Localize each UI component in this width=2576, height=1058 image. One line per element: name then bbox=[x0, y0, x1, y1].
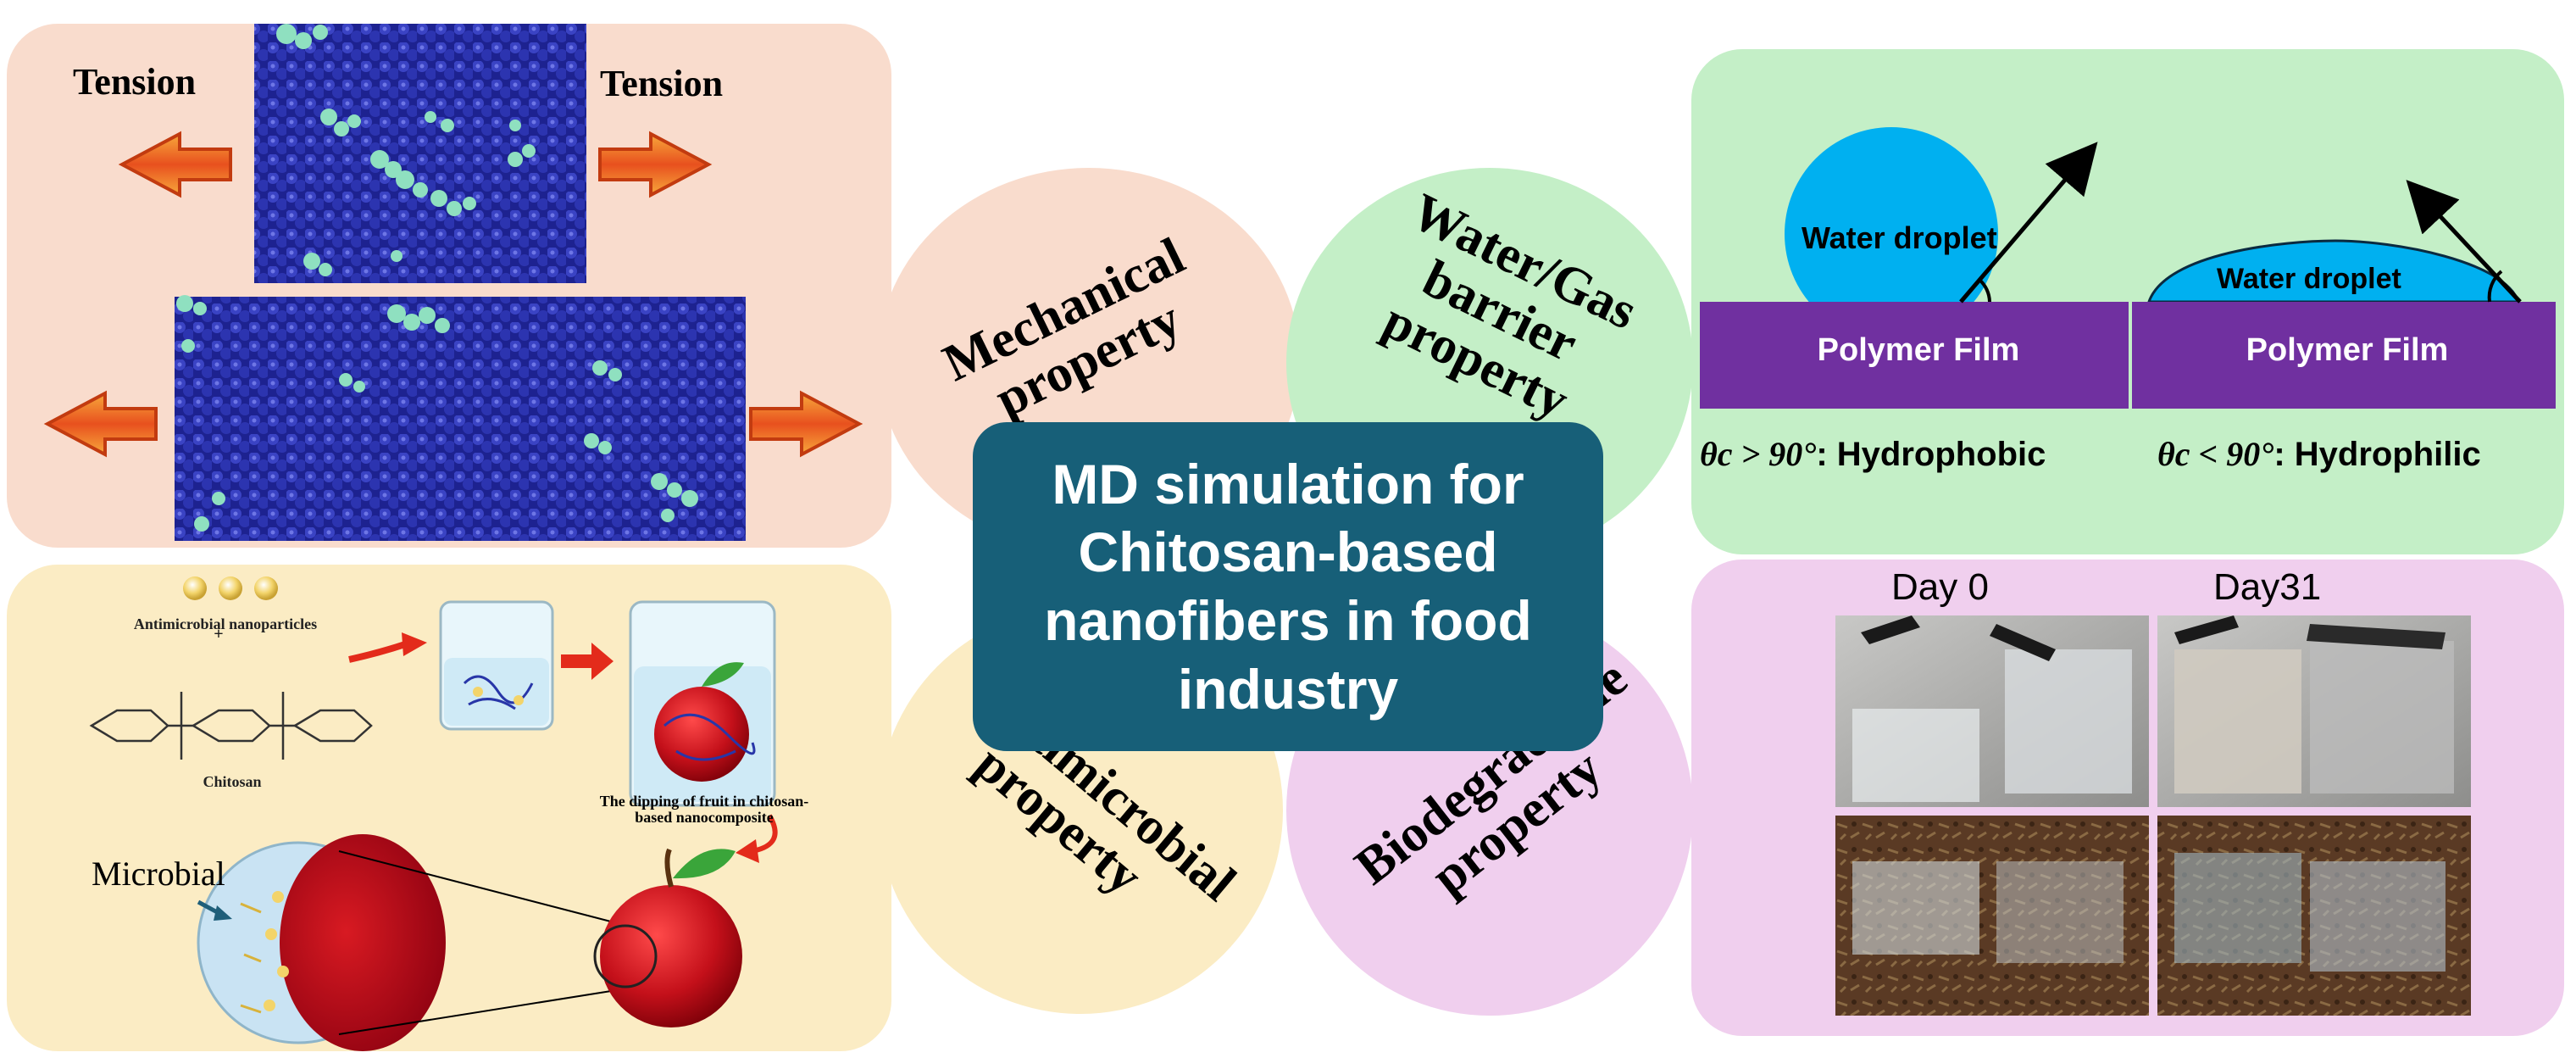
chitosan-structure bbox=[89, 692, 373, 760]
center-title: MD simulation for Chitosan-based nanofib… bbox=[1044, 452, 1532, 721]
nanoparticles-label: Antimicrobial nanoparticles bbox=[134, 615, 317, 632]
chitosan-clusters-top bbox=[276, 24, 536, 276]
film-label-right: Polymer Film bbox=[2246, 332, 2449, 368]
tension-arrows bbox=[43, 131, 863, 458]
antimicrobial-illustration: + Antimicrobial nanoparticles Chitosan bbox=[89, 576, 778, 1051]
film-label-left: Polymer Film bbox=[1817, 332, 2020, 368]
water-droplet-hydrophilic bbox=[2146, 239, 2521, 303]
film-day31-b bbox=[2310, 641, 2454, 794]
microbial-label: Microbial bbox=[92, 855, 225, 893]
condition-hydrophilic-result: Hydrophilic bbox=[2294, 436, 2481, 473]
water-droplet-hydrophobic bbox=[1785, 127, 1998, 341]
condition-hydrophobic: θc > 90°: Hydrophobic bbox=[1700, 434, 2046, 474]
polymer-film-left bbox=[1700, 302, 2129, 409]
degradation-photos bbox=[1835, 615, 2471, 1016]
colon-right: : bbox=[2273, 436, 2295, 473]
md-box-small bbox=[254, 24, 586, 283]
polymer-film-right bbox=[2132, 302, 2556, 409]
chitosan-clusters-bottom bbox=[176, 295, 698, 532]
colon-left: : bbox=[1816, 436, 1837, 473]
contact-angle-illustration bbox=[1700, 127, 2556, 409]
droplet-label-right: Water droplet bbox=[2217, 263, 2401, 295]
center-title-box: MD simulation for Chitosan-based nanofib… bbox=[973, 422, 1603, 751]
film-day31-a bbox=[2174, 649, 2301, 794]
condition-hydrophilic: θc < 90°: Hydrophilic bbox=[2157, 434, 2481, 474]
condition-hydrophobic-result: Hydrophobic bbox=[1836, 436, 2046, 473]
mechanical-illustration bbox=[43, 24, 863, 541]
apple bbox=[600, 885, 742, 1027]
film-day0-a bbox=[1852, 709, 1979, 802]
condition-hydrophilic-formula: θc < 90° bbox=[2157, 435, 2274, 473]
droplet-label-left: Water droplet bbox=[1802, 220, 1997, 255]
day31-label: Day31 bbox=[2213, 566, 2322, 608]
dipping-label: The dipping of fruit in chitosan-based n… bbox=[599, 793, 809, 826]
day0-label: Day 0 bbox=[1891, 566, 1989, 608]
svg-text:+: + bbox=[214, 625, 223, 643]
film-day0-b bbox=[2005, 649, 2132, 794]
chitosan-label: Chitosan bbox=[203, 773, 261, 790]
condition-hydrophobic-formula: θc > 90° bbox=[1700, 435, 1817, 473]
tension-right-label: Tension bbox=[600, 63, 724, 104]
md-box-stretched bbox=[175, 297, 746, 541]
tension-left-label: Tension bbox=[73, 61, 197, 103]
